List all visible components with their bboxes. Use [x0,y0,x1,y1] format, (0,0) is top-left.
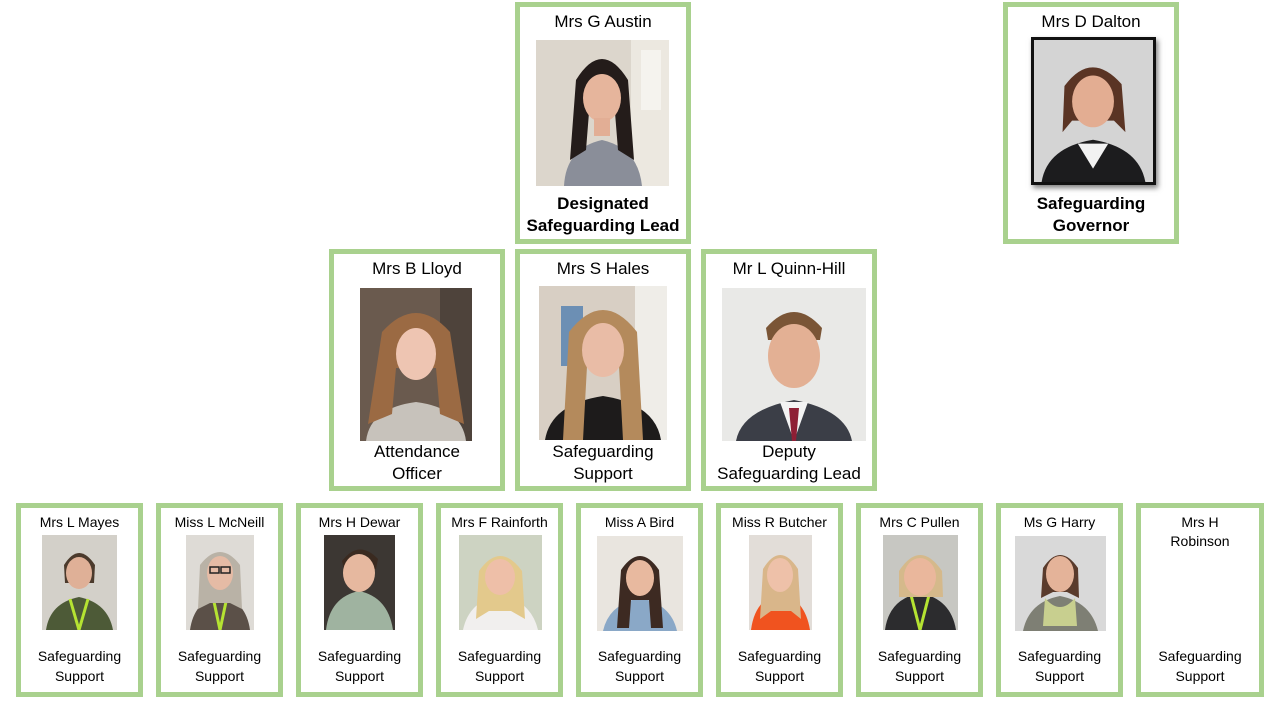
staff-photo [883,535,958,630]
staff-role: Safeguarding Support [177,648,262,684]
staff-card-dalton: Mrs D Dalton Safeguarding Governor [1003,2,1179,244]
staff-role: Safeguarding Support [1017,648,1102,684]
staff-card-lloyd: Mrs B Lloyd Attendance Officer [329,249,505,491]
staff-photo [597,536,683,631]
staff-name: Mrs D Dalton [1041,12,1141,31]
staff-name: Ms G Harry [1023,514,1096,530]
staff-card-hales: Mrs S Hales Safeguarding Support [515,249,691,491]
staff-role: Safeguarding Support [552,442,654,483]
staff-photo [536,40,669,186]
staff-name: Mrs C Pullen [879,514,960,530]
staff-photo [360,288,472,441]
staff-role: Safeguarding Support [317,648,402,684]
staff-name: Miss L McNeill [174,514,265,530]
staff-photo [749,535,812,630]
staff-name: Mrs G Austin [554,12,652,31]
staff-role: Designated Safeguarding Lead [526,194,680,235]
staff-role: Safeguarding Governor [1036,194,1146,235]
staff-role: Safeguarding Support [737,648,822,684]
staff-card-bird: Miss A Bird Safeguarding Support [576,503,703,697]
staff-name: Mrs F Rainforth [451,514,548,530]
staff-name: Mrs H Dewar [318,514,401,530]
staff-photo [722,288,866,441]
staff-card-butcher: Miss R Butcher Safeguarding Support [716,503,843,697]
staff-role: Safeguarding Support [457,648,542,684]
staff-photo [42,535,117,630]
staff-role: Attendance Officer [373,442,460,483]
staff-card-quinn-hill: Mr L Quinn-Hill Deputy Safeguarding Lead [701,249,877,491]
staff-role: Deputy Safeguarding Lead [717,442,861,483]
staff-role: Safeguarding Support [877,648,962,684]
staff-role: Safeguarding Support [597,648,682,684]
staff-photo [539,286,667,440]
staff-role: Safeguarding Support [37,648,122,684]
staff-name: Mrs L Mayes [39,514,120,530]
staff-card-rainforth: Mrs F Rainforth Safeguarding Support [436,503,563,697]
staff-name: Mrs S Hales [556,259,650,278]
staff-name: Miss A Bird [604,514,675,530]
staff-name: Miss R Butcher [732,514,827,530]
staff-card-harry: Ms G Harry Safeguarding Support [996,503,1123,697]
staff-name: Mrs H Robinson [1170,514,1230,549]
staff-photo [459,535,542,630]
staff-photo [1031,37,1156,185]
staff-card-pullen: Mrs C Pullen Safeguarding Support [856,503,983,697]
staff-name: Mr L Quinn-Hill [732,259,846,278]
staff-photo [186,535,254,630]
staff-photo [1015,536,1106,631]
staff-card-robinson: Mrs H Robinson Safeguarding Support [1136,503,1264,697]
staff-role: Safeguarding Support [1158,648,1242,684]
staff-card-mayes: Mrs L Mayes Safeguarding Support [16,503,143,697]
staff-photo [324,535,395,630]
staff-card-mcneill: Miss L McNeill Safeguarding Support [156,503,283,697]
staff-name: Mrs B Lloyd [372,259,462,278]
staff-card-austin: Mrs G Austin Designated Safeguarding Lea… [515,2,691,244]
staff-card-dewar: Mrs H Dewar Safeguarding Support [296,503,423,697]
